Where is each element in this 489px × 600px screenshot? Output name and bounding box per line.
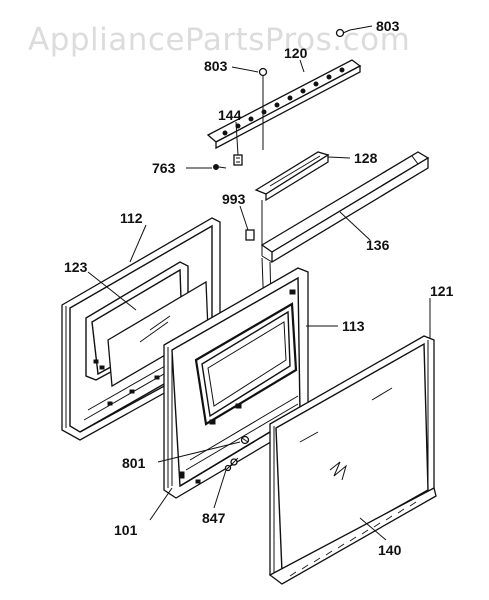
label-803-left: 803: [204, 58, 228, 74]
label-993: 993: [222, 191, 246, 207]
part-763-screw: [213, 164, 227, 170]
label-803-top: 803: [376, 18, 400, 34]
label-101: 101: [114, 522, 138, 538]
watermark-text: AppliancePartsPros.com: [28, 22, 410, 58]
label-140: 140: [378, 542, 402, 558]
label-113: 113: [342, 318, 365, 334]
label-120: 120: [284, 45, 308, 61]
part-144-clip: [233, 154, 243, 166]
part-120-bracket: [206, 59, 362, 150]
label-847: 847: [202, 510, 226, 526]
label-144: 144: [218, 107, 242, 123]
part-128-handle-cap: [254, 151, 330, 202]
part-803-screw-left: [258, 67, 268, 84]
label-763: 763: [152, 160, 176, 176]
label-121: 121: [430, 283, 454, 299]
label-128: 128: [354, 150, 378, 166]
label-136: 136: [366, 237, 390, 253]
label-112: 112: [120, 210, 143, 226]
label-123: 123: [64, 259, 88, 275]
label-801: 801: [122, 455, 146, 471]
part-803-screw-top: [335, 28, 351, 38]
part-847-fastener: [224, 457, 239, 472]
part-140-bottom-trim: [268, 487, 437, 585]
part-801-screw: [240, 435, 250, 445]
part-136-handle: [260, 151, 430, 264]
leader-lines: [87, 25, 431, 541]
part-993-spacer: [245, 229, 255, 241]
